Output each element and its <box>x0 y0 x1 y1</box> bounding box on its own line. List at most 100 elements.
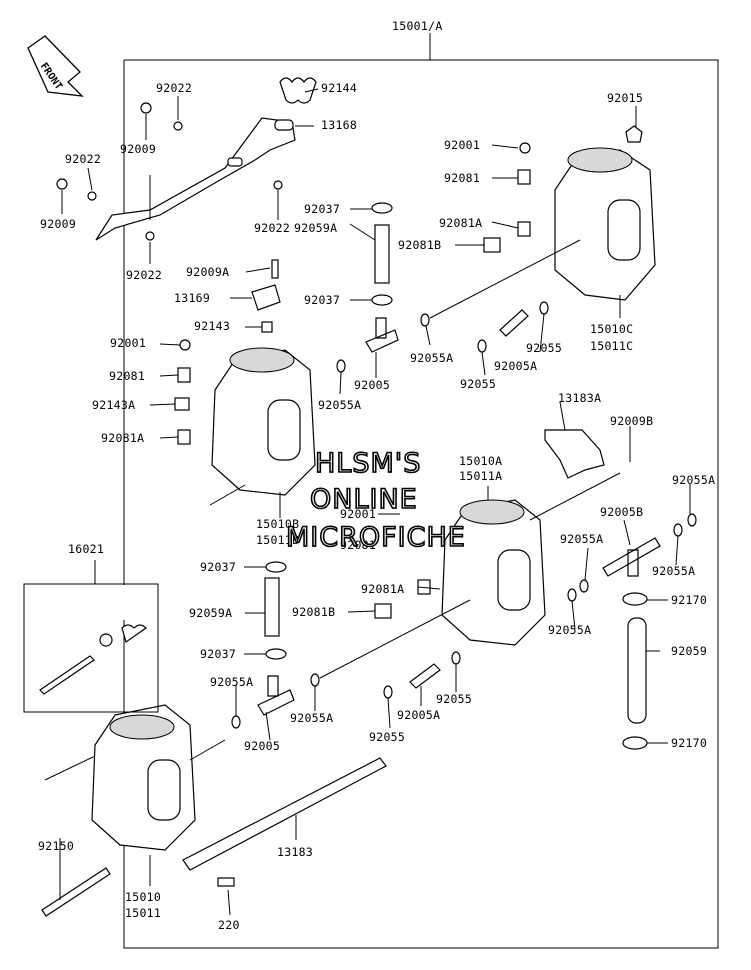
label-92001-l: 92001 <box>110 336 146 350</box>
label-16021: 16021 <box>68 542 104 556</box>
label-92059A-b: 92059A <box>189 606 232 620</box>
carburetor-15010B <box>174 339 316 496</box>
label-92081A-l: 92081A <box>101 431 144 445</box>
plug-92143A <box>174 397 190 411</box>
label-92081A-c: 92081A <box>361 582 404 596</box>
label-92055A-h: 92055A <box>290 711 333 725</box>
label-92055A-d: 92055A <box>560 532 603 546</box>
spring-92081B-r <box>483 237 501 253</box>
plug-92143 <box>261 321 273 333</box>
label-15011C: 15011C <box>590 339 633 353</box>
label-92009B: 92009B <box>610 414 653 428</box>
label-92055A-b: 92055A <box>318 398 361 412</box>
label-15010: 15010 <box>125 890 161 904</box>
clamp-92170-a <box>622 592 648 606</box>
washer-92022-a <box>173 121 183 131</box>
label-15010A: 15010A <box>459 454 502 468</box>
screw-92001-r <box>519 142 531 154</box>
joint-92005-b <box>257 675 295 716</box>
fitting-92005A-b <box>409 663 441 689</box>
label-92143A: 92143A <box>92 398 135 412</box>
label-92055A-a: 92055A <box>410 351 453 365</box>
label-92005-a: 92005 <box>354 378 390 392</box>
spring-92081A-r <box>517 221 531 237</box>
part-labels: 15001/A 92022 92144 92015 13168 92009 92… <box>38 19 715 932</box>
fitting-92005A-a <box>499 309 529 337</box>
label-92001-r: 92001 <box>444 138 480 152</box>
clip-92037-d <box>265 648 287 660</box>
label-13183: 13183 <box>277 845 313 859</box>
label-92081B-c: 92081B <box>292 605 335 619</box>
spring-92081-r <box>517 169 531 185</box>
label-92081A-r: 92081A <box>439 216 482 230</box>
label-15011B: 15011B <box>256 533 299 547</box>
clip-92037-b <box>371 294 393 306</box>
spring-92081B-c <box>374 603 392 619</box>
label-92037-d: 92037 <box>200 647 236 661</box>
spring-92081-l <box>177 367 191 383</box>
hose-92059 <box>627 617 647 724</box>
watermark-line2: ONLINE <box>310 484 418 515</box>
label-15011A: 15011A <box>459 469 502 483</box>
label-92055A-e: 92055A <box>652 564 695 578</box>
label-92005A-a: 92005A <box>494 359 537 373</box>
label-92022-a: 92022 <box>156 81 192 95</box>
o-rings <box>231 301 697 729</box>
label-92055-d: 92055 <box>369 730 405 744</box>
spring-92144 <box>279 77 317 104</box>
label-92055A-g: 92055A <box>210 675 253 689</box>
label-92005-b: 92005 <box>244 739 280 753</box>
holder-13169 <box>251 284 281 311</box>
bracket-13183A <box>544 429 605 479</box>
spring-92081A-l <box>177 429 191 445</box>
label-92055-c: 92055 <box>436 692 472 706</box>
washer-92022-d <box>145 231 155 241</box>
clip-92037-a <box>371 202 393 214</box>
screw-220 <box>217 877 235 887</box>
label-92170-a: 92170 <box>671 593 707 607</box>
carburetor-15010A <box>374 499 546 646</box>
label-92144: 92144 <box>321 81 357 95</box>
label-92015: 92015 <box>607 91 643 105</box>
kit-16021 <box>23 560 159 713</box>
label-92055-a: 92055 <box>526 341 562 355</box>
screw-92009-a <box>140 102 152 114</box>
label-assembly: 15001/A <box>392 19 443 33</box>
watermark-line1: HLSM'S <box>315 448 421 479</box>
clip-92037-c <box>265 561 287 573</box>
joint-92005B <box>602 537 661 577</box>
washer-92022-b <box>87 191 97 201</box>
front-arrow-icon: FRONT <box>27 35 84 97</box>
screw-92009A <box>271 259 279 279</box>
label-92059A-a: 92059A <box>294 221 337 235</box>
tube-92059A-a <box>374 224 390 284</box>
label-92009-a: 92009 <box>120 142 156 156</box>
label-92055-b: 92055 <box>460 377 496 391</box>
watermark-line3: MICROFICHE <box>286 522 466 553</box>
label-92005B: 92005B <box>600 505 643 519</box>
plate-13183 <box>182 757 387 871</box>
watermark: HLSM'S ONLINE MICROFICHE <box>285 447 466 554</box>
label-92037-b: 92037 <box>304 293 340 307</box>
label-92022-b: 92022 <box>65 152 101 166</box>
label-92170-b: 92170 <box>671 736 707 750</box>
label-13183A: 13183A <box>558 391 601 405</box>
joint-92005-a <box>365 317 399 353</box>
leader-lines <box>44 88 691 916</box>
bolt-92150 <box>41 867 111 917</box>
label-92081-l: 92081 <box>109 369 145 383</box>
carburetor-15010 <box>91 704 196 851</box>
clamp-92170-b <box>622 736 648 750</box>
label-15011: 15011 <box>125 906 161 920</box>
label-13169: 13169 <box>174 291 210 305</box>
label-92037-c: 92037 <box>200 560 236 574</box>
nut-92015 <box>625 125 643 143</box>
bracket-13168 <box>95 117 296 241</box>
label-92005A-b: 92005A <box>397 708 440 722</box>
label-92037-a: 92037 <box>304 202 340 216</box>
label-92001-c: 92001 <box>340 507 376 521</box>
label-92022-c: 92022 <box>254 221 290 235</box>
label-92022-d: 92022 <box>126 268 162 282</box>
